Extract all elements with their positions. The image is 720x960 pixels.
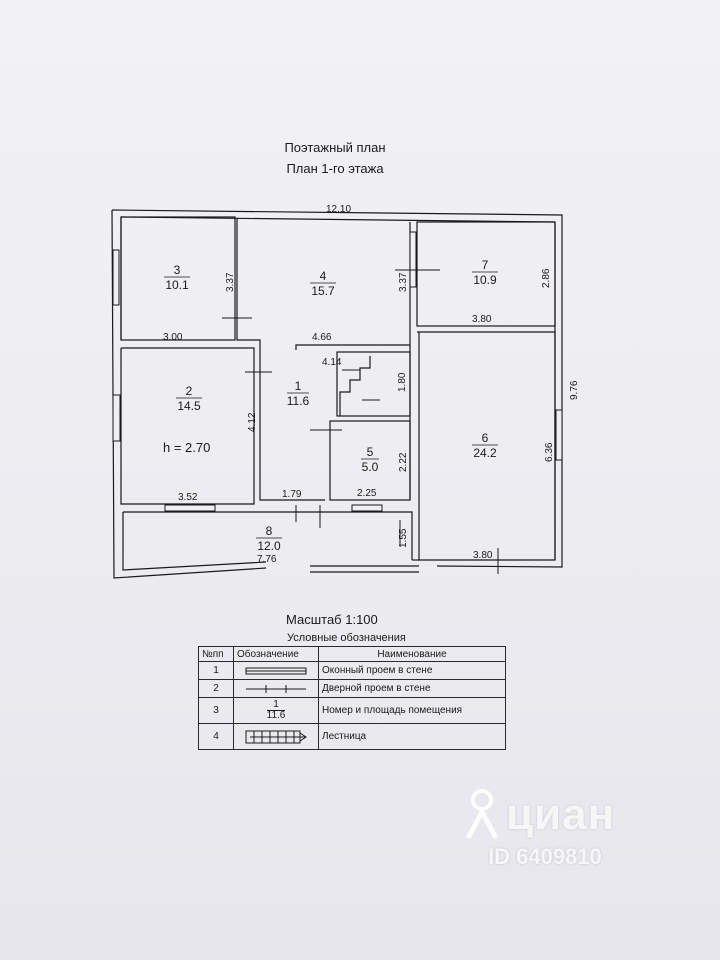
room-5-number: 5 xyxy=(367,445,374,459)
dim-stair-depth: 1.80 xyxy=(397,372,408,392)
room-label-dividers xyxy=(164,271,498,539)
watermark-id: ID 6409810 xyxy=(488,844,602,869)
room-4-number: 4 xyxy=(320,269,327,283)
dim-total-depth: 9.76 xyxy=(569,380,580,400)
room-6-number: 6 xyxy=(482,431,489,445)
window-room-3 xyxy=(112,249,120,306)
room-8-top-wall xyxy=(123,511,413,560)
room-label-symbol: 1 11.6 xyxy=(266,700,286,721)
dim-room7-width: 3.80 xyxy=(472,314,492,325)
dim-room2-width: 3.52 xyxy=(178,492,198,503)
ceiling-height: h = 2.70 xyxy=(163,440,210,455)
window-room-4 xyxy=(409,231,417,288)
room-2-outline xyxy=(120,347,255,505)
legend-row-num: 4 xyxy=(198,723,234,750)
watermark: циан ID 6409810 xyxy=(458,788,668,878)
dim-room5-width: 2.25 xyxy=(357,488,377,499)
room-1-number: 1 xyxy=(295,379,302,393)
room-label-symbol-area: 11.6 xyxy=(266,710,286,721)
legend-header-name: Наименование xyxy=(318,646,506,662)
legend-row: 4 Лестница xyxy=(198,723,506,750)
legend-row-symbol xyxy=(233,661,319,680)
dim-total-width: 12.10 xyxy=(326,204,351,215)
legend-row-num: 1 xyxy=(198,661,234,680)
outer-wall-top-inner xyxy=(120,216,556,223)
room-6-outline xyxy=(417,331,556,561)
room-3-number: 3 xyxy=(174,263,181,277)
windows xyxy=(112,231,563,512)
room-2-area: 14.5 xyxy=(177,399,201,413)
stair-outline xyxy=(336,351,411,417)
stair-steps xyxy=(339,356,371,416)
dim-room2-depth: 4.12 xyxy=(247,412,258,432)
floor-plan: 12.10 9.76 3.00 3.37 4.66 3.37 2.86 3.80… xyxy=(111,204,580,579)
hall-left-wall xyxy=(259,345,325,501)
room-label-symbol-number: 1 xyxy=(266,700,286,711)
window-room-2-left xyxy=(112,394,121,442)
room-7-number: 7 xyxy=(482,258,489,272)
dim-stair-width: 4.14 xyxy=(322,357,342,368)
legend-row: 2 Дверной проем в стене xyxy=(198,679,506,698)
dim-hall-width: 1.79 xyxy=(282,489,302,500)
room-3-area: 10.1 xyxy=(165,278,189,292)
dim-room8-width: 7.76 xyxy=(257,554,277,565)
dimension-labels: 12.10 9.76 3.00 3.37 4.66 3.37 2.86 3.80… xyxy=(163,204,580,565)
dim-room6-width: 3.80 xyxy=(473,550,493,561)
outer-wall-left xyxy=(111,209,267,579)
watermark-brand: циан xyxy=(506,790,616,839)
room-4-area: 15.7 xyxy=(311,284,335,298)
legend-row-name: Лестница xyxy=(318,723,506,750)
dim-room7-depth: 2.86 xyxy=(541,268,552,288)
walls xyxy=(111,209,563,579)
door-symbol-icon xyxy=(246,684,306,693)
window-room-6 xyxy=(555,409,563,461)
legend-row-name: Оконный проем в стене xyxy=(318,661,506,680)
room-6-area: 24.2 xyxy=(473,446,497,460)
room-4-left-wall xyxy=(236,218,261,345)
cian-logo-icon xyxy=(465,789,499,840)
page-title: Поэтажный план xyxy=(284,140,386,155)
legend-row-symbol xyxy=(233,679,319,698)
room-8-number: 8 xyxy=(266,524,273,538)
dim-room6-depth: 6.36 xyxy=(544,442,555,462)
room-5-outline xyxy=(329,420,411,501)
dim-room5-depth: 2.22 xyxy=(398,452,409,472)
stair-symbol-icon xyxy=(245,730,307,743)
dim-room3-width: 3.00 xyxy=(163,332,183,343)
legend-row-name: Номер и площадь помещения xyxy=(318,697,506,724)
legend-row-num: 2 xyxy=(198,679,234,698)
dim-room4-width: 4.66 xyxy=(312,332,332,343)
room-7-area: 10.9 xyxy=(473,273,497,287)
room-8-area: 12.0 xyxy=(257,539,281,553)
legend-row-symbol: 1 11.6 xyxy=(233,697,319,724)
legend-row: 3 1 11.6 Номер и площадь помещения xyxy=(198,697,506,724)
outer-wall-right xyxy=(111,209,563,568)
legend-header-num: №пп xyxy=(198,646,234,662)
room-5-area: 5.0 xyxy=(362,460,379,474)
room-7-outline xyxy=(416,221,556,327)
room-2-number: 2 xyxy=(186,384,193,398)
door-openings xyxy=(222,269,499,574)
dim-room4-depth: 3.37 xyxy=(398,272,409,292)
window-room-5 xyxy=(351,504,383,512)
legend-row-name: Дверной проем в стене xyxy=(318,679,506,698)
dim-vestibule-depth: 1.55 xyxy=(398,528,409,548)
legend-title: Условные обозначения xyxy=(287,632,406,644)
window-symbol-icon xyxy=(245,667,307,674)
room-labels: 1 11.6 2 14.5 3 10.1 4 15.7 5 5.0 6 24.2… xyxy=(165,258,497,553)
legend-header-row: №пп Обозначение Наименование xyxy=(198,646,506,662)
legend-header-symbol: Обозначение xyxy=(233,646,319,662)
room-1-area: 11.6 xyxy=(287,394,310,408)
room-8-left-wall xyxy=(122,512,267,571)
window-room-2 xyxy=(164,504,216,512)
legend-row-symbol xyxy=(233,723,319,750)
legend-row-num: 3 xyxy=(198,697,234,724)
legend-row: 1 Оконный проем в стене xyxy=(198,661,506,680)
room-3-outline xyxy=(120,216,236,341)
page-subtitle: План 1-го этажа xyxy=(286,161,384,176)
dim-room3-depth: 3.37 xyxy=(225,272,236,292)
scale-label: Масштаб 1:100 xyxy=(286,612,378,627)
legend-table: №пп Обозначение Наименование 1 Оконный п… xyxy=(198,646,506,750)
